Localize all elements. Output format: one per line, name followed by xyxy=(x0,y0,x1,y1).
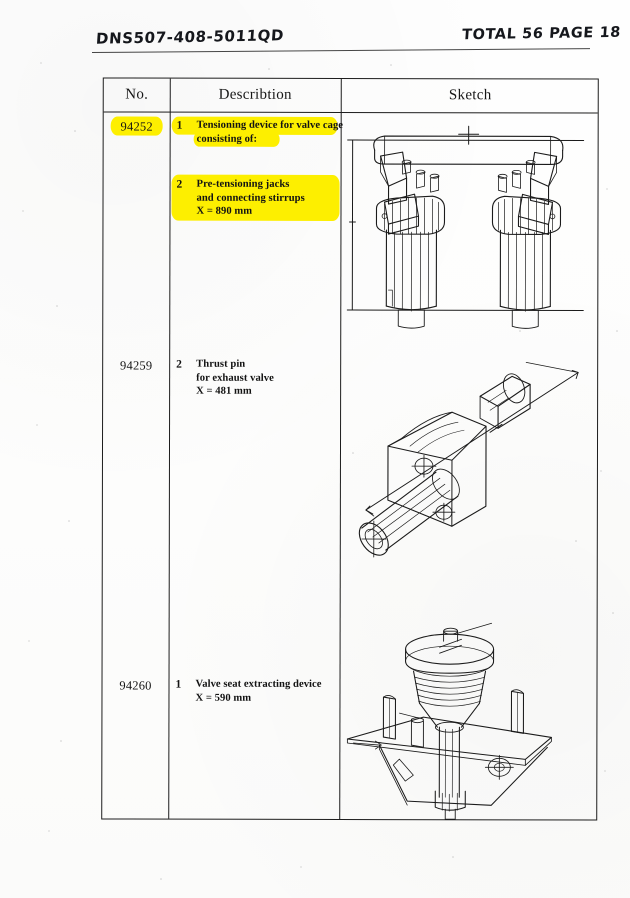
item-quantity: 1 xyxy=(175,678,182,691)
description-line: for exhaust valve xyxy=(196,372,274,384)
part-number: 94252 xyxy=(120,119,153,134)
item-description: Pre-tensioning jacks and connecting stir… xyxy=(196,178,336,219)
description-cell: 1 Valve seat extracting device X = 590 m… xyxy=(168,619,339,821)
item-description: Tensioning device for valve cage consist… xyxy=(196,119,344,146)
header-underline xyxy=(91,48,590,53)
sketch-tensioning-device-valve-cage xyxy=(340,112,600,383)
column-header-sketch: Sketch xyxy=(448,87,492,104)
item-quantity: 1 xyxy=(176,119,183,132)
item-description: Valve seat extracting device X = 590 mm xyxy=(195,678,335,705)
description-line: Valve seat extracting device xyxy=(195,678,322,690)
handwritten-page-count: TOTAL 56 PAGE 18 xyxy=(461,24,622,44)
description-line: X = 890 mm xyxy=(196,205,253,217)
description-line: Tensioning device for valve cage xyxy=(196,119,344,131)
description-line: X = 481 mm xyxy=(196,385,252,397)
table-row: 94260 1 Valve seat extracting device X =… xyxy=(102,618,596,821)
column-header-no: No. xyxy=(125,86,149,103)
part-number: 94259 xyxy=(120,358,153,373)
description-line: and connecting stirrups xyxy=(196,192,305,204)
sketch-valve-seat-extracting-device xyxy=(339,619,598,822)
parts-table: No. Describtion Sketch 94252 1 Tensionin… xyxy=(101,77,599,821)
handwritten-document-number: DNS507-408-5011QD xyxy=(95,26,285,48)
description-cell: 2 Thrust pin for exhaust valve X = 481 m… xyxy=(169,354,341,614)
description-cell: 1 Tensioning device for valve cage consi… xyxy=(169,112,344,382)
description-line: consisting of: xyxy=(196,133,258,145)
table-row: 94252 1 Tensioning device for valve cage… xyxy=(103,111,598,382)
item-quantity: 2 xyxy=(176,358,182,371)
description-line: X = 590 mm xyxy=(195,692,252,704)
table-row: 94259 2 Thrust pin for exhaust valve X =… xyxy=(103,353,598,614)
description-line: Thrust pin xyxy=(196,358,246,370)
sketch-thrust-pin-exhaust-valve xyxy=(340,354,600,615)
column-header-description: Describtion xyxy=(218,86,292,103)
description-line: Pre-tensioning jacks xyxy=(196,178,290,190)
part-number: 94260 xyxy=(119,678,152,693)
item-description: Thrust pin for exhaust valve X = 481 mm xyxy=(196,358,336,399)
item-quantity: 2 xyxy=(176,178,183,191)
